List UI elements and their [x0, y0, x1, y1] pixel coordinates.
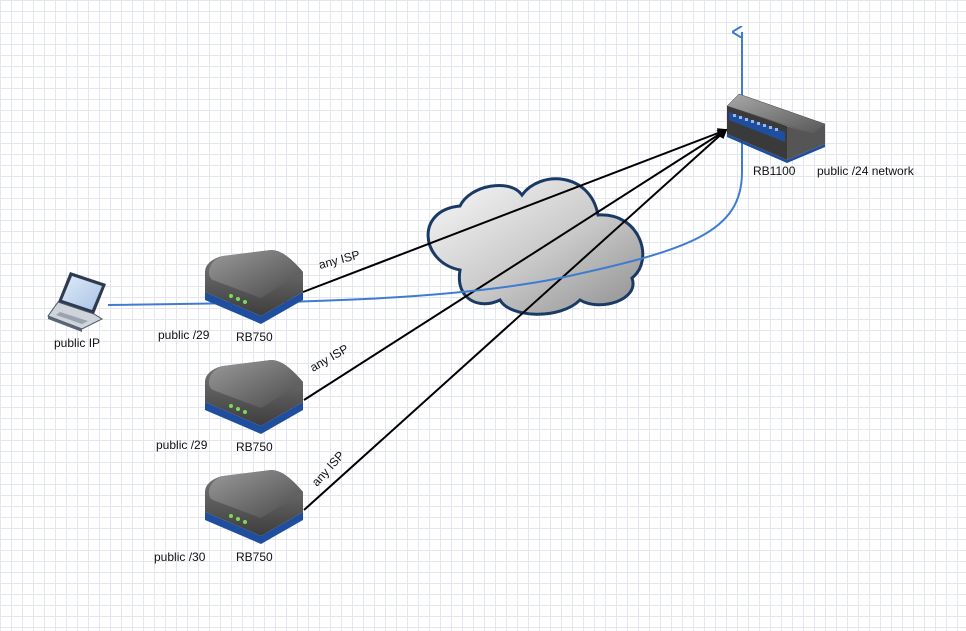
- router-2-subnet: public /29: [156, 438, 208, 452]
- rb750-router-icon-3: [205, 470, 303, 544]
- laptop-label: public IP: [54, 336, 101, 350]
- laptop-icon: [47, 272, 106, 332]
- tunnel-path: [107, 32, 743, 306]
- isp-label-1: any ISP: [317, 247, 361, 271]
- rb750-router-icon-2: [205, 360, 303, 434]
- internet-cloud-icon: [426, 177, 645, 316]
- router-1-subnet: public /29: [158, 328, 210, 342]
- isp-label-3: any ISP: [309, 448, 348, 489]
- rb1100-router-icon: [726, 93, 826, 163]
- rb750-router-icon-1: [205, 250, 303, 324]
- router-3-subnet: public /30: [154, 550, 206, 564]
- core-router-model: RB1100: [753, 164, 796, 178]
- isp-link-3: [303, 128, 728, 511]
- core-network-label: public /24 network: [817, 164, 914, 178]
- isp-link-1: [302, 128, 728, 293]
- router-1-model: RB750: [236, 330, 273, 344]
- router-3-model: RB750: [236, 550, 273, 564]
- isp-links: [302, 128, 728, 511]
- router-2-model: RB750: [236, 440, 273, 454]
- isp-link-2: [303, 128, 728, 401]
- isp-label-2: any ISP: [308, 341, 351, 374]
